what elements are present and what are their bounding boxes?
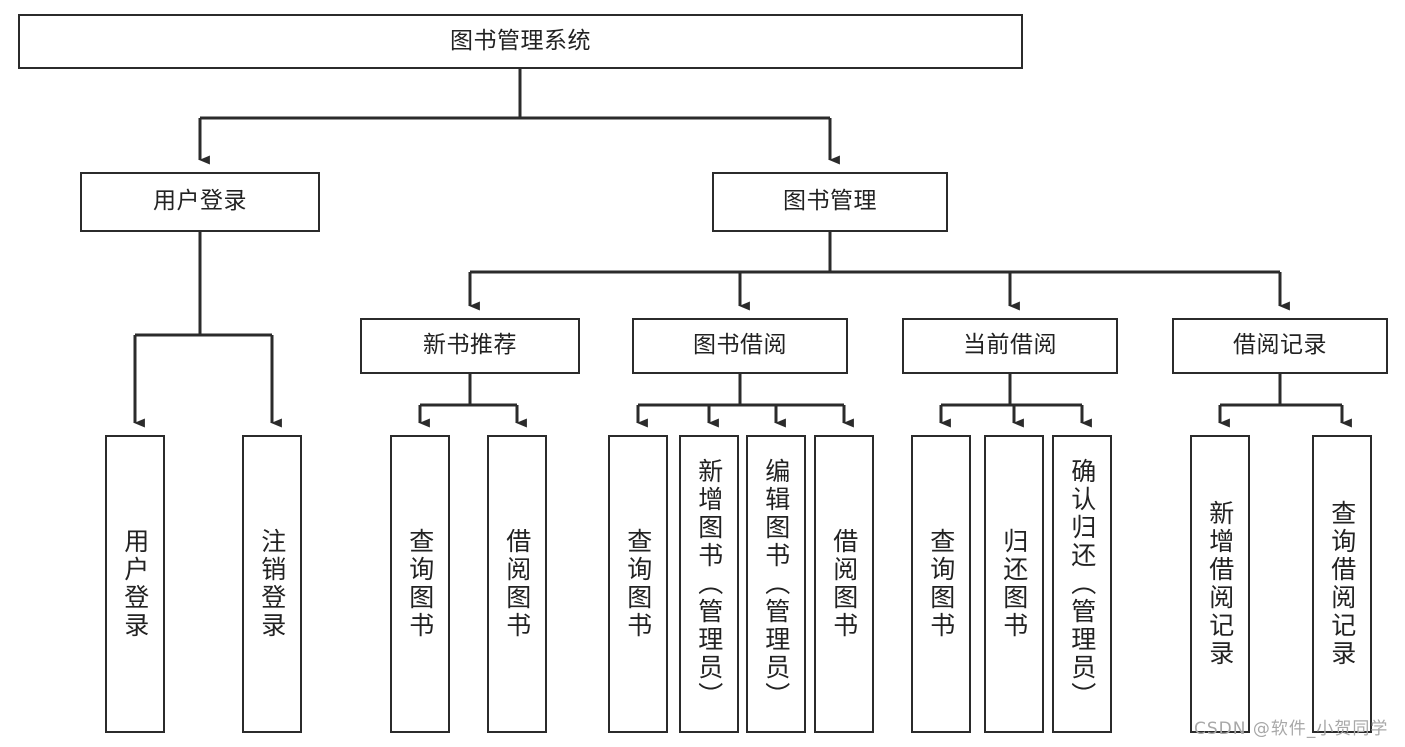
node-leaf-confirm-return[interactable]: 确认归还（管理员） — [1052, 435, 1112, 733]
node-leaf-return-book[interactable]: 归还图书 — [984, 435, 1044, 733]
node-book-borrow[interactable]: 图书借阅 — [632, 318, 848, 374]
node-leaf-logout[interactable]: 注销登录 — [242, 435, 302, 733]
node-new-book-recommend[interactable]: 新书推荐 — [360, 318, 580, 374]
node-current-borrow[interactable]: 当前借阅 — [902, 318, 1118, 374]
csdn-watermark: CSDN @软件_小贺同学 — [1194, 719, 1389, 739]
node-leaf-query-record[interactable]: 查询借阅记录 — [1312, 435, 1372, 733]
node-leaf-user-login[interactable]: 用户登录 — [105, 435, 165, 733]
node-leaf-add-record[interactable]: 新增借阅记录 — [1190, 435, 1250, 733]
node-leaf-query-book-3[interactable]: 查询图书 — [911, 435, 971, 733]
node-leaf-borrow-book-1[interactable]: 借阅图书 — [487, 435, 547, 733]
node-leaf-edit-book[interactable]: 编辑图书（管理员） — [746, 435, 806, 733]
node-leaf-borrow-book-2[interactable]: 借阅图书 — [814, 435, 874, 733]
node-book-manage[interactable]: 图书管理 — [712, 172, 948, 232]
node-root[interactable]: 图书管理系统 — [18, 14, 1023, 69]
node-user-login[interactable]: 用户登录 — [80, 172, 320, 232]
node-leaf-query-book-2[interactable]: 查询图书 — [608, 435, 668, 733]
node-borrow-record[interactable]: 借阅记录 — [1172, 318, 1388, 374]
node-leaf-add-book[interactable]: 新增图书（管理员） — [679, 435, 739, 733]
node-leaf-query-book-1[interactable]: 查询图书 — [390, 435, 450, 733]
